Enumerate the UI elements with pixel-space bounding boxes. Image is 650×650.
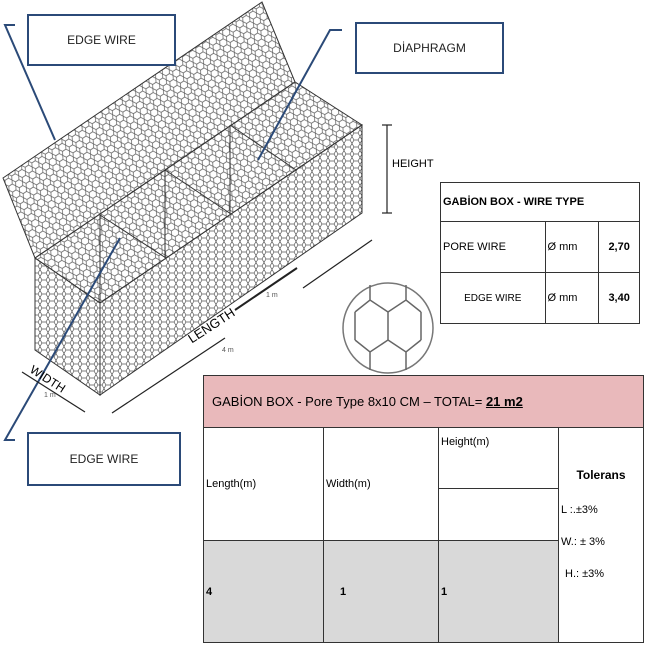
hexagon-mesh-detail (342, 282, 434, 374)
height-label: HEIGHT (392, 158, 434, 170)
value-length: 4 (203, 540, 324, 643)
callout-edge-wire-top: EDGE WIRE (27, 14, 176, 66)
wire-name: PORE WIRE (440, 221, 546, 273)
header-height: Height(m) (438, 426, 559, 489)
tolerans-cell: Tolerans L :.±3% W.: ± 3% H.: ±3% (558, 426, 644, 644)
diaphragm-spacing-value: 1 m (266, 292, 278, 299)
header-length: Length(m) (203, 426, 324, 542)
empty-cell (438, 487, 559, 542)
callout-leaders (3, 24, 342, 441)
value-width: 1 (323, 540, 439, 643)
header-width: Width(m) (323, 426, 439, 542)
length-value: 4 m (222, 347, 234, 354)
dimension-lines (21, 124, 392, 414)
wire-unit: Ø mm (544, 221, 600, 273)
wire-table-title: GABİON BOX - WIRE TYPE (440, 182, 640, 222)
value-height: 1 (438, 540, 559, 643)
total-value: 21 m2 (485, 393, 523, 409)
wire-value: 3,40 (598, 272, 640, 324)
title-text: GABİON BOX - Pore Type 8x10 CM – TOTAL= (212, 393, 486, 409)
wire-name: EDGE WIRE (440, 272, 546, 324)
gabion-box-table: GABİON BOX - Pore Type 8x10 CM – TOTAL= … (203, 375, 644, 644)
width-value: 1 m (44, 392, 56, 399)
callout-diaphragm: DİAPHRAGM (355, 22, 504, 74)
wire-value: 2,70 (598, 221, 640, 273)
callout-label: EDGE WIRE (67, 33, 136, 47)
callout-label: EDGE WIRE (69, 452, 139, 466)
wire-unit: Ø mm (544, 272, 600, 324)
tolerance-length: L :.±3% (561, 503, 598, 516)
callout-label: DİAPHRAGM (393, 41, 466, 55)
tolerance-height: H.: ±3% (565, 567, 605, 580)
header-tolerans: Tolerans (576, 467, 626, 482)
tolerance-width: W.: ± 3% (561, 535, 605, 548)
callout-edge-wire-bottom: EDGE WIRE (27, 432, 181, 486)
box-table-title: GABİON BOX - Pore Type 8x10 CM – TOTAL= … (203, 375, 644, 428)
